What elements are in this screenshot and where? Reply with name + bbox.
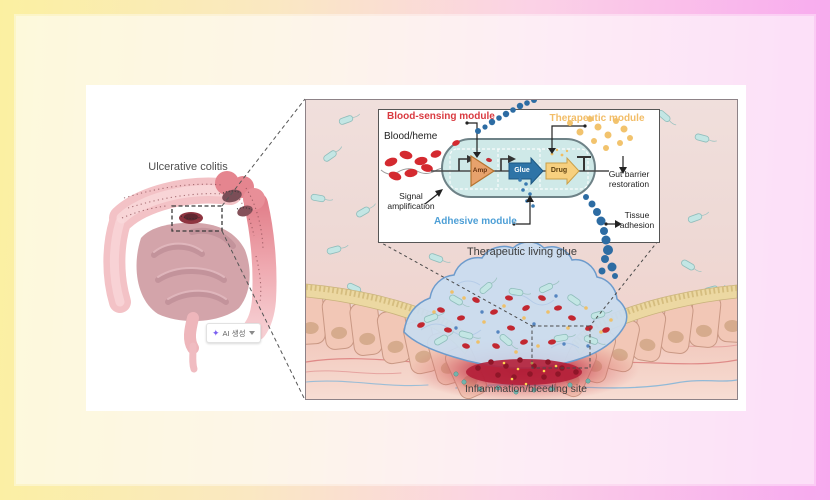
- colon-illustration: [103, 171, 277, 373]
- zoom-in-connectors: [377, 240, 659, 369]
- gut-barrier-label: Gut barrier restoration: [608, 169, 650, 189]
- amp-gene-label: Amp: [472, 167, 488, 174]
- drug-gene: [545, 156, 580, 186]
- chevron-down-icon[interactable]: [248, 331, 255, 335]
- ai-badge-label: AI 생성: [222, 328, 246, 338]
- glue-gene: [508, 156, 544, 186]
- mechanism-inset-box: Blood-sensing module Therapeutic module …: [378, 109, 660, 243]
- drug-sparkles: [550, 148, 569, 157]
- amp-gene: [470, 154, 496, 188]
- lesion-texture: [180, 190, 253, 220]
- tissue-adhesion-label: Tissue adhesion: [619, 210, 655, 230]
- zoom-connector-lines: [221, 98, 306, 401]
- large-intestine: [103, 171, 277, 341]
- blood-heme-label: Blood/heme: [384, 131, 438, 142]
- sparkle-icon: ✦: [212, 327, 220, 338]
- blood-sensing-module-label: Blood-sensing module: [387, 111, 495, 122]
- red-blood-cells: [384, 150, 442, 181]
- rectum: [184, 312, 199, 373]
- adhesive-module-label: Adhesive module: [434, 216, 517, 227]
- small-intestine: [136, 222, 250, 322]
- ai-generated-badge[interactable]: ✦ AI 생성: [206, 323, 261, 343]
- disease-label: Ulcerative colitis: [148, 161, 228, 173]
- figure-panel: Ulcerative colitis ✦ AI 생성: [86, 85, 746, 411]
- signal-amplification-label: Signal amplification: [387, 191, 435, 211]
- zoom-box: [171, 205, 223, 232]
- drug-gene-label: Drug: [550, 167, 568, 174]
- terminator: [577, 156, 591, 171]
- gene-circuit: [431, 154, 609, 188]
- tissue-scene: [306, 108, 737, 399]
- released-drug-dots: [567, 116, 633, 151]
- label-connectors: [424, 121, 627, 228]
- therapeutic-module-label: Therapeutic module: [549, 113, 645, 124]
- mechanism-figure-panel: Blood-sensing module Therapeutic module …: [305, 99, 738, 400]
- living-glue-caption: Therapeutic living glue: [466, 246, 578, 258]
- gene-circuit-art: [380, 116, 633, 228]
- heme-signals: [452, 140, 492, 163]
- inflammation-stipple: [121, 183, 264, 303]
- glue-gene-label: Glue: [514, 167, 530, 174]
- bleeding-site: [453, 357, 591, 395]
- inflammation-caption: Inflammation/bleeding site: [465, 383, 587, 395]
